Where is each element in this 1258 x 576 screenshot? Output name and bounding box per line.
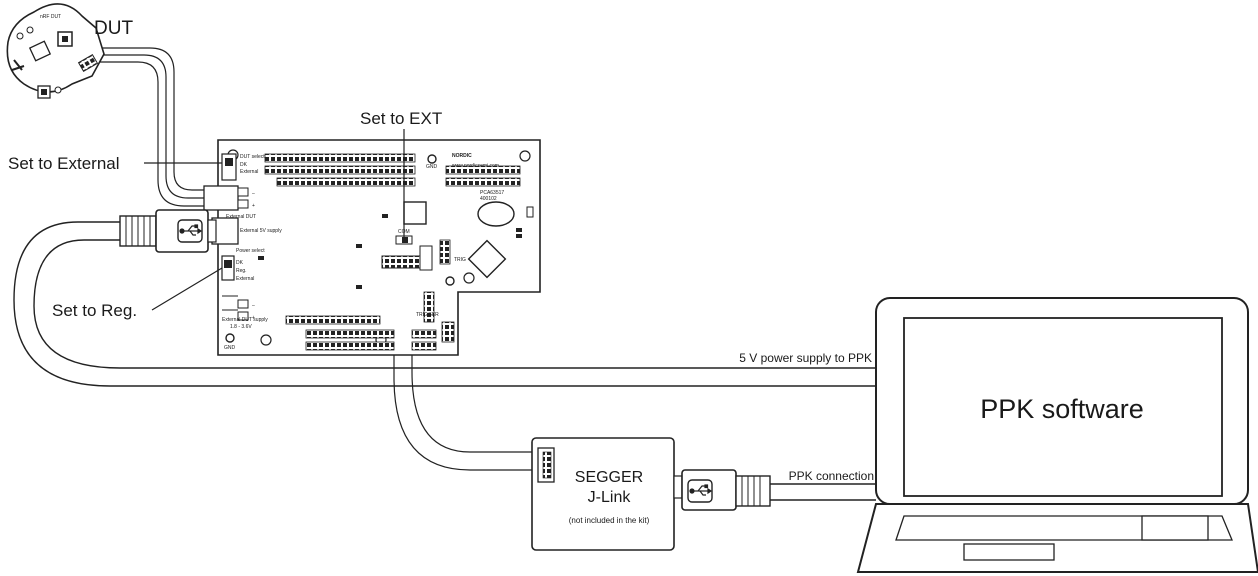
external-dut-label: External DUT	[226, 214, 256, 220]
dut-plus-sign: +	[252, 203, 255, 209]
set-to-reg-label: Set to Reg.	[52, 301, 137, 320]
power-supply-label: 5 V power supply to PPK	[739, 351, 872, 365]
dut-select-label: DUT select	[240, 154, 265, 160]
laptop	[856, 297, 1258, 573]
set-to-external-label: Set to External	[8, 154, 120, 173]
usb-icon	[179, 224, 203, 236]
nordic-website: www.nordicsemi.com	[452, 163, 499, 169]
set-to-reg-leader	[151, 267, 223, 311]
supply-minus-sign: –	[252, 303, 255, 309]
set-to-ext-label: Set to EXT	[360, 109, 442, 128]
board-revision: 400102	[480, 196, 497, 202]
gnd-label-left: GND	[224, 345, 236, 351]
ext-dut-supply-label: External DUT supply	[222, 317, 268, 323]
segger-note: (not included in the kit)	[569, 516, 650, 525]
supply-plus-sign: +	[252, 315, 255, 321]
voltage-range-label: 1.8 - 3.6V	[230, 324, 252, 330]
dut-select-external: External	[240, 169, 258, 175]
dut-cable	[68, 47, 210, 207]
dut-label: DUT	[94, 18, 133, 39]
nordic-logo: NORDIC	[452, 153, 472, 159]
usb-plug-supply	[119, 209, 217, 253]
segger-jlink	[531, 437, 675, 551]
segger-title-line1: SEGGER	[575, 469, 643, 486]
segger-title-line2: J-Link	[588, 489, 632, 506]
power-supply-cable	[13, 221, 876, 387]
power-select-external: External	[236, 276, 254, 282]
ppk-connection-cable	[800, 483, 876, 501]
ribbon-cable	[393, 268, 540, 471]
ppk-software-label: PPK software	[980, 394, 1144, 424]
gnd-label-top: GND	[426, 164, 438, 170]
ppk-board: NORDIC www.nordicsemi.com PCA63517 40010…	[203, 139, 541, 356]
power-select-label: Power select	[236, 248, 265, 254]
trig-label: TRIG	[454, 257, 466, 263]
dut-select-dk: DK	[240, 162, 248, 168]
dut-minus-sign: –	[252, 191, 255, 197]
usb-supply-label: External 5V supply	[240, 228, 282, 234]
dut-board: nRF DUT	[6, 3, 105, 99]
trigger-label: TRIGGER	[416, 312, 439, 318]
power-select-reg: Reg.	[236, 268, 247, 274]
board-part-number: PCA63517	[480, 190, 504, 196]
usb-icon	[689, 484, 713, 496]
svg-text:nRF DUT: nRF DUT	[40, 14, 61, 20]
ppk-connection-label: PPK connection	[789, 469, 874, 483]
power-select-dk: DK	[236, 260, 244, 266]
